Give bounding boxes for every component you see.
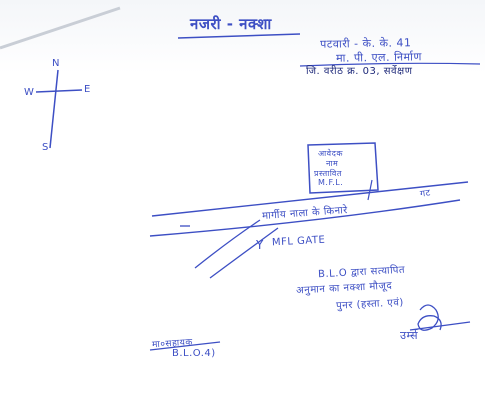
header-underline bbox=[299, 62, 481, 67]
signature-underline bbox=[409, 321, 471, 331]
title-underline bbox=[177, 33, 301, 39]
map-box-line-2: नाम bbox=[326, 159, 339, 168]
bottom-left-underline bbox=[149, 341, 221, 351]
compass-east: E bbox=[84, 84, 91, 95]
map-box-tick bbox=[367, 179, 373, 201]
header-line-3: जि. वरीठ क्र. 03, सर्वेक्षण bbox=[306, 66, 413, 77]
map-box-line-4: M.F.L. bbox=[318, 178, 344, 187]
signature-text: उर्म्स bbox=[400, 329, 419, 342]
compass-north: N bbox=[52, 58, 60, 69]
mfl-mark: Y bbox=[256, 238, 264, 252]
road-label-suffix: गट bbox=[419, 188, 432, 200]
compass-west: W bbox=[24, 87, 35, 98]
mfl-curve-2 bbox=[209, 227, 279, 279]
map-box-outline bbox=[307, 142, 379, 194]
document-title: नजरी - नक्शा bbox=[190, 15, 272, 33]
compass-horizontal bbox=[35, 89, 83, 93]
map-box-line-3: प्रस्तावित bbox=[314, 169, 342, 178]
bottom-left-code: B.L.O.4) bbox=[172, 348, 216, 359]
compass-vertical bbox=[49, 69, 59, 149]
signature-scribble bbox=[417, 304, 442, 331]
road-line-upper bbox=[151, 181, 469, 217]
road-line-lower bbox=[149, 199, 461, 237]
map-box-line-1: आवेदक bbox=[318, 149, 344, 158]
mfl-curve-1 bbox=[194, 219, 261, 269]
compass-south: S bbox=[42, 142, 49, 153]
paper-edge bbox=[0, 6, 121, 50]
